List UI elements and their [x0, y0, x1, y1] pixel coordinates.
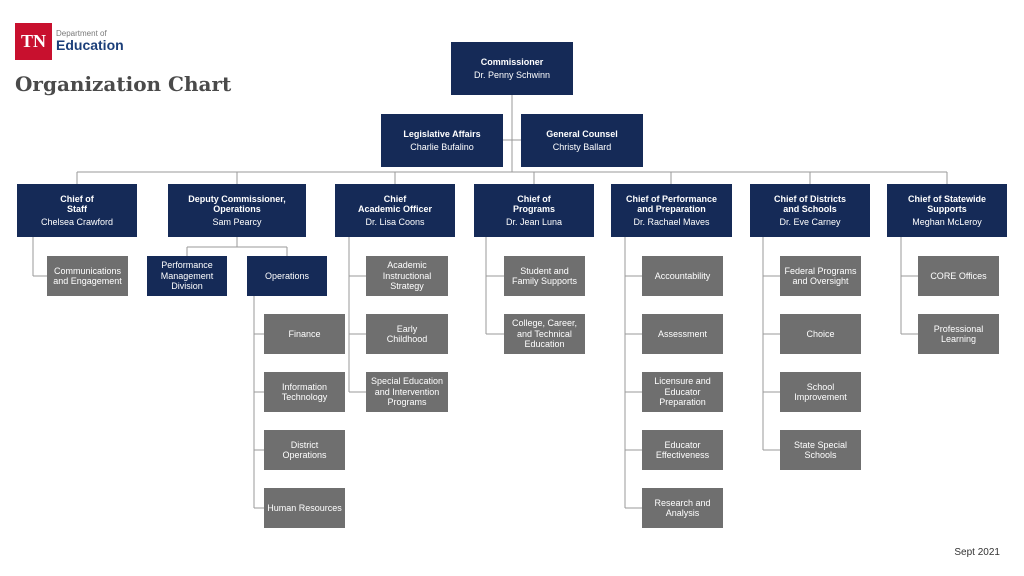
unit-core-offices: CORE Offices: [918, 256, 999, 296]
unit-educator-effectiveness: Educator Effectiveness: [642, 430, 723, 470]
node-name: Dr. Rachael Maves: [633, 216, 710, 227]
legislative-affairs-box: Legislative Affairs Charlie Bufalino: [381, 114, 503, 167]
node-name: Dr. Penny Schwinn: [473, 69, 551, 80]
unit-research-analysis: Research and Analysis: [642, 488, 723, 528]
unit-label: Information Technology: [281, 381, 328, 402]
unit-label: Special Education and Intervention Progr…: [370, 376, 444, 408]
unit-district-operations: District Operations: [264, 430, 345, 470]
unit-federal-programs-oversight: Federal Programs and Oversight: [780, 256, 861, 296]
unit-college-career-technical: College, Career, and Technical Education: [504, 314, 585, 354]
division-chief-of-statewide-supports: Chief of Statewide Supports Meghan McLer…: [887, 184, 1007, 237]
unit-human-resources: Human Resources: [264, 488, 345, 528]
division-chief-of-performance: Chief of Performance and Preparation Dr.…: [611, 184, 732, 237]
unit-school-improvement: School Improvement: [780, 372, 861, 412]
node-title: Legislative Affairs: [403, 129, 481, 140]
unit-choice: Choice: [780, 314, 861, 354]
unit-information-technology: Information Technology: [264, 372, 345, 412]
node-name: Charlie Bufalino: [410, 141, 474, 152]
node-name: Dr. Eve Carney: [779, 216, 841, 227]
node-title: Chief of Districts and Schools: [773, 193, 846, 215]
node-name: Sam Pearcy: [212, 216, 262, 227]
unit-professional-learning: Professional Learning: [918, 314, 999, 354]
unit-licensure-educator-preparation: Licensure and Educator Preparation: [642, 372, 723, 412]
unit-label: Finance: [288, 328, 321, 339]
unit-operations: Operations: [247, 256, 327, 296]
node-title: Chief of Statewide Supports: [907, 193, 986, 215]
unit-state-special-schools: State Special Schools: [780, 430, 861, 470]
unit-label: Professional Learning: [933, 323, 984, 344]
node-name: Dr. Jean Luna: [505, 216, 563, 227]
general-counsel-box: General Counsel Christy Ballard: [521, 114, 643, 167]
unit-special-education: Special Education and Intervention Progr…: [366, 372, 448, 412]
node-name: Dr. Lisa Coons: [365, 216, 425, 227]
unit-label: Choice: [806, 328, 835, 339]
unit-performance-management: Performance Management Division: [147, 256, 227, 296]
unit-label: Academic Instructional Strategy: [382, 260, 432, 292]
tn-badge: TN: [15, 23, 52, 60]
tn-education-logo: TN Department of Education: [15, 23, 124, 60]
unit-label: Performance Management Division: [160, 260, 214, 292]
unit-label: Licensure and Educator Preparation: [654, 376, 711, 408]
unit-label: Human Resources: [267, 502, 342, 513]
division-chief-of-programs: Chief of Programs Dr. Jean Luna: [474, 184, 594, 237]
division-deputy-commissioner-operations: Deputy Commissioner, Operations Sam Pear…: [168, 184, 306, 237]
unit-label: School Improvement: [794, 381, 847, 402]
node-title: Chief Academic Officer: [357, 193, 433, 215]
unit-finance: Finance: [264, 314, 345, 354]
unit-label: District Operations: [282, 439, 327, 460]
node-name: Christy Ballard: [552, 141, 612, 152]
unit-label: College, Career, and Technical Education: [511, 318, 578, 350]
unit-label: Educator Effectiveness: [655, 439, 710, 460]
node-name: Chelsea Crawford: [40, 216, 114, 227]
node-title: Chief of Programs: [512, 193, 556, 215]
node-name: Meghan McLeroy: [912, 216, 982, 227]
unit-assessment: Assessment: [642, 314, 723, 354]
unit-label: Operations: [264, 270, 310, 281]
unit-label: Research and Analysis: [654, 497, 711, 518]
unit-academic-instructional-strategy: Academic Instructional Strategy: [366, 256, 448, 296]
unit-early-childhood: Early Childhood: [366, 314, 448, 354]
node-title: Chief of Staff: [60, 193, 94, 215]
unit-label: Communications and Engagement: [53, 265, 122, 286]
unit-label: CORE Offices: [930, 270, 987, 281]
node-title: Commissioner: [480, 57, 544, 68]
logo-department: Department of: [56, 29, 107, 39]
unit-communications-engagement: Communications and Engagement: [47, 256, 128, 296]
division-chief-academic-officer: Chief Academic Officer Dr. Lisa Coons: [335, 184, 455, 237]
unit-label: Assessment: [657, 328, 708, 339]
unit-label: Early Childhood: [386, 323, 428, 344]
logo-name: Education: [56, 37, 124, 54]
date-label: Sept 2021: [954, 547, 1000, 558]
division-chief-of-districts: Chief of Districts and Schools Dr. Eve C…: [750, 184, 870, 237]
division-chief-of-staff: Chief of Staff Chelsea Crawford: [17, 184, 137, 237]
node-title: Deputy Commissioner, Operations: [188, 193, 286, 215]
unit-accountability: Accountability: [642, 256, 723, 296]
unit-label: Accountability: [654, 270, 711, 281]
page-title: Organization Chart: [15, 72, 232, 96]
node-title: Chief of Performance and Preparation: [625, 193, 718, 215]
commissioner-box: Commissioner Dr. Penny Schwinn: [451, 42, 573, 95]
unit-student-family-supports: Student and Family Supports: [504, 256, 585, 296]
unit-label: State Special Schools: [793, 439, 848, 460]
unit-label: Student and Family Supports: [511, 265, 578, 286]
unit-label: Federal Programs and Oversight: [784, 265, 857, 286]
node-title: General Counsel: [546, 129, 618, 140]
